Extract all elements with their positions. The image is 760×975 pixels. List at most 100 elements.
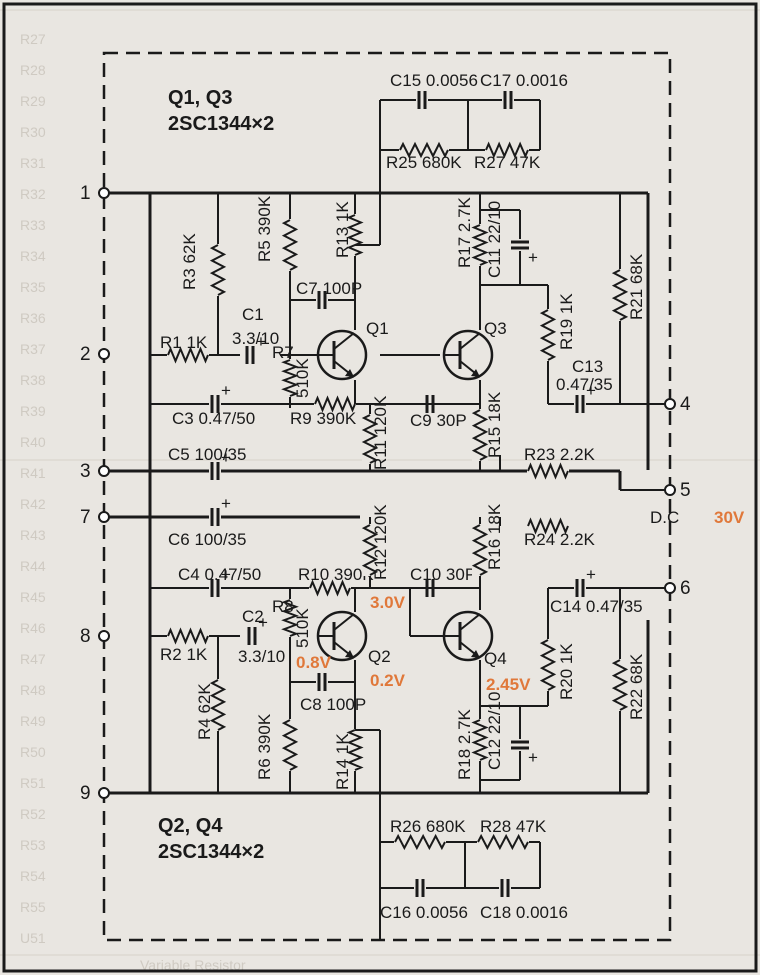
- background-code: R48: [20, 682, 46, 698]
- label-c14: C14 0.47/35: [550, 597, 643, 616]
- dc-label: D.C: [650, 508, 679, 527]
- resistor-r7: [281, 359, 299, 397]
- voltage-q4-emitter: 2.45V: [486, 675, 531, 694]
- label-c2: C2: [242, 607, 264, 626]
- label-r8: R8: [272, 597, 294, 616]
- supply-voltage: 30V: [714, 508, 745, 527]
- background-code: R32: [20, 186, 46, 202]
- title-bottom-part: 2SC1344×2: [158, 841, 264, 863]
- label-r28: R28 47K: [480, 817, 547, 836]
- label-r7: R7: [272, 343, 294, 362]
- background-code: R31: [20, 155, 46, 171]
- terminal-8[interactable]: [98, 630, 110, 642]
- capacitor-c7: [316, 290, 328, 310]
- terminal-label-6: 6: [680, 578, 691, 599]
- background-code: R38: [20, 372, 46, 388]
- board-outline: [102, 51, 672, 942]
- label-c7: C7 100P: [296, 279, 362, 298]
- resistor-r12: [361, 524, 379, 576]
- terminals: 1 2 3 7 8 9 4 5 6: [80, 183, 691, 804]
- resistor-r26: [394, 833, 446, 851]
- resistor-r19: [539, 309, 557, 361]
- capacitor-c14: +: [574, 565, 596, 598]
- resistor-r15: [471, 409, 489, 461]
- terminal-4[interactable]: [664, 398, 676, 410]
- resistor-r11: [361, 414, 379, 464]
- terminal-2[interactable]: [98, 348, 110, 360]
- capacitor-c17: [502, 90, 514, 110]
- resistor-r20: [539, 639, 557, 691]
- terminal-9[interactable]: [98, 787, 110, 799]
- background-code: R35: [20, 279, 46, 295]
- terminal-label-3: 3: [80, 461, 91, 482]
- terminal-label-7: 7: [80, 507, 91, 528]
- label-c1-value: 3.3/10: [232, 329, 279, 348]
- label-q1: Q1: [366, 319, 389, 338]
- resistor-r6: [281, 719, 299, 771]
- terminal-1[interactable]: [98, 187, 110, 199]
- label-c13: C13: [572, 357, 603, 376]
- capacitor-c16: [414, 878, 426, 898]
- terminal-label-5: 5: [680, 480, 691, 501]
- label-r8-value: 510K: [293, 608, 312, 648]
- capacitor-c4: +: [209, 565, 231, 598]
- channel-bottom: + C6 100/35 + C4 0.47/50 R10 390K R12 12…: [150, 494, 648, 940]
- terminal-5[interactable]: [664, 484, 676, 496]
- background-code: R47: [20, 651, 46, 667]
- label-r19: R19 1K: [557, 293, 576, 350]
- label-c3: C3 0.47/50: [172, 409, 255, 428]
- label-c12: C12 22/10: [485, 692, 504, 770]
- label-r26: R26 680K: [390, 817, 466, 836]
- background-code: R52: [20, 806, 46, 822]
- title-top-part: 2SC1344×2: [168, 113, 274, 135]
- svg-text:+: +: [221, 448, 231, 467]
- resistor-r25: [399, 141, 449, 159]
- capacitor-c12: +: [510, 739, 538, 767]
- terminal-6[interactable]: [664, 582, 676, 594]
- background-code: R41: [20, 465, 46, 481]
- terminal-label-8: 8: [80, 626, 91, 647]
- label-r24: R24 2.2K: [524, 530, 596, 549]
- resistor-r18: [471, 719, 489, 761]
- background-code: R49: [20, 713, 46, 729]
- capacitor-c5: +: [209, 448, 231, 481]
- background-code: R36: [20, 310, 46, 326]
- capacitor-c18: [499, 878, 511, 898]
- background-right-label: Variable Resistor: [140, 957, 246, 973]
- label-c17: C17 0.0016: [480, 71, 568, 90]
- capacitor-c11: +: [510, 239, 538, 267]
- label-r12: R12 120K: [371, 504, 390, 580]
- background-code: R34: [20, 248, 46, 264]
- background-code: R39: [20, 403, 46, 419]
- label-r2: R2 1K: [160, 645, 208, 664]
- voltage-q2-base: 0.8V: [296, 653, 332, 672]
- svg-text:+: +: [586, 381, 596, 400]
- terminal-3[interactable]: [98, 465, 110, 477]
- terminal-label-4: 4: [680, 394, 691, 415]
- resistor-r14: [346, 729, 364, 771]
- label-c4: C4 0.47/50: [178, 565, 261, 584]
- power-rails: [104, 191, 650, 795]
- background-code: R55: [20, 899, 46, 915]
- background-code: R46: [20, 620, 46, 636]
- label-c6: C6 100/35: [168, 530, 246, 549]
- label-r13: R13 1K: [333, 201, 352, 258]
- label-r14: R14 1K: [333, 733, 352, 790]
- resistor-r2: [167, 627, 209, 645]
- label-r27: R27 47K: [474, 153, 541, 172]
- label-r23: R23 2.2K: [524, 445, 596, 464]
- label-r15: R15 18K: [485, 391, 504, 458]
- label-q4: Q4: [484, 649, 507, 668]
- label-c1: C1: [242, 305, 264, 324]
- label-r7-value: 510K: [293, 358, 312, 398]
- terminal-7[interactable]: [98, 511, 110, 523]
- capacitor-c8: [316, 672, 328, 692]
- label-q2: Q2: [368, 647, 391, 666]
- resistor-r8: [281, 599, 299, 637]
- svg-text:+: +: [528, 248, 538, 267]
- title-bottom-transistors: Q2, Q4: [158, 815, 223, 837]
- svg-text:+: +: [221, 494, 231, 513]
- voltage-q2-collector: 3.0V: [370, 593, 406, 612]
- label-r9: R9 390K: [290, 409, 357, 428]
